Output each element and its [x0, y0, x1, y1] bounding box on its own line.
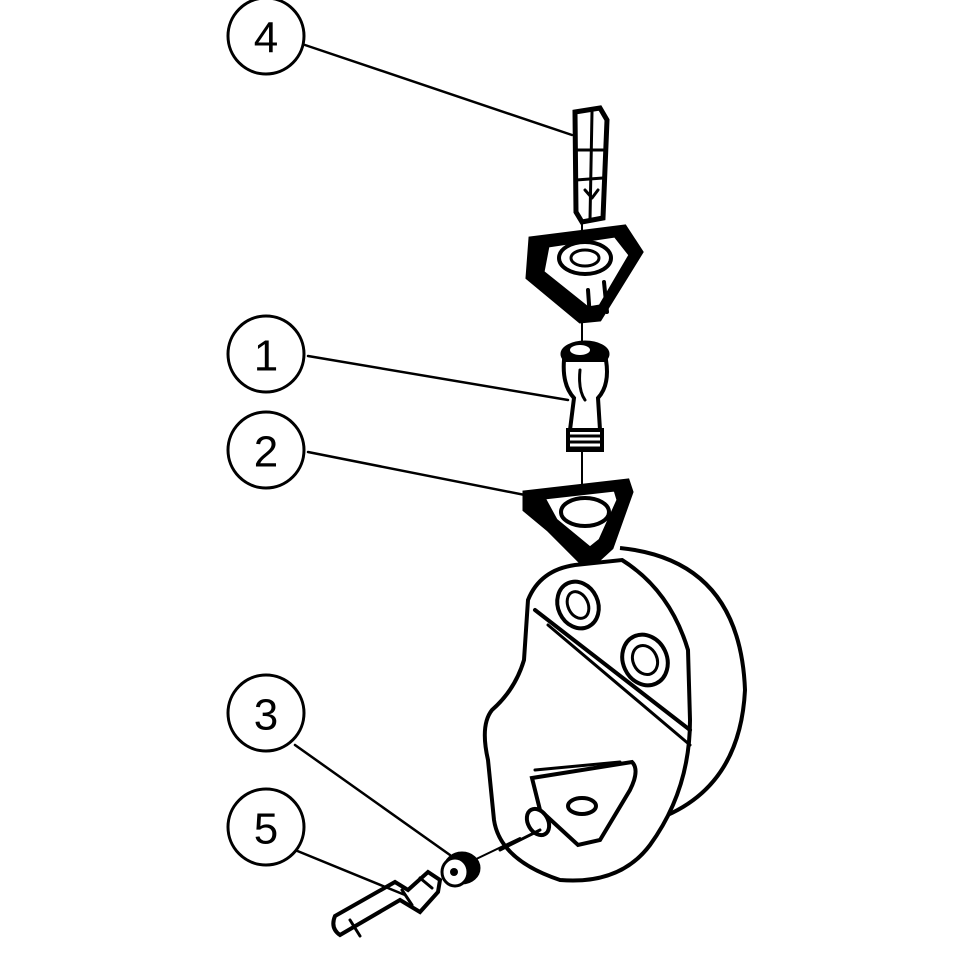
callout-4-label: 4 — [254, 14, 278, 63]
callout-5-label: 5 — [254, 805, 278, 854]
callout-2: 2 — [226, 410, 306, 490]
callout-5-leader — [293, 848, 407, 897]
callout-1-label: 1 — [254, 332, 278, 381]
callout-5: 5 — [226, 787, 306, 867]
callout-2-leader — [306, 450, 542, 500]
threading-insert-part — [525, 224, 644, 324]
callout-1-leader — [306, 354, 570, 402]
callout-3: 3 — [226, 673, 306, 753]
callout-4: 4 — [226, 0, 306, 76]
callout-1: 1 — [226, 314, 306, 394]
tool-holder-body — [482, 546, 748, 883]
coolant-plug-part — [440, 837, 521, 888]
callout-4-leader — [303, 43, 574, 137]
key-part — [331, 869, 443, 938]
screw-top-part — [572, 105, 610, 225]
shim-screw-part — [560, 340, 610, 452]
shim-part — [522, 478, 634, 573]
callout-2-label: 2 — [254, 428, 278, 477]
callout-3-label: 3 — [254, 691, 278, 740]
callout-3-leader — [293, 743, 452, 857]
